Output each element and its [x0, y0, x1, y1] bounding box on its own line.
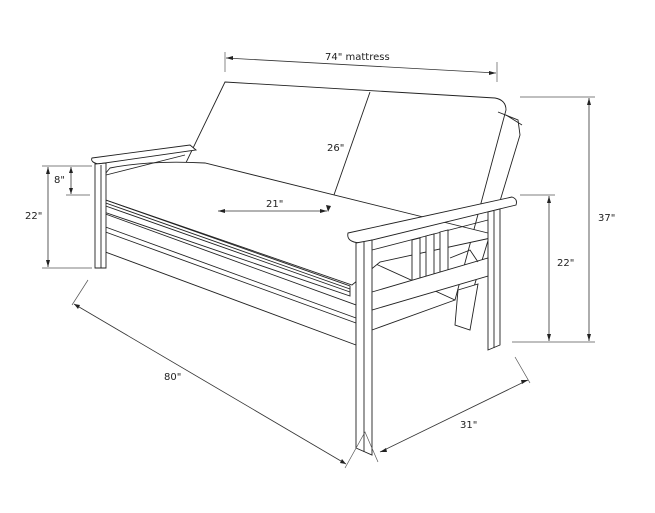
label-arm-height-right: 22" [557, 258, 575, 269]
label-overall-depth: 31" [460, 420, 478, 431]
dim-mattress-width [224, 52, 498, 82]
dim-overall-width [71, 279, 379, 469]
dim-right-heights [512, 96, 595, 343]
seat-mattress [97, 161, 501, 297]
label-mattress-thickness: 8" [54, 175, 65, 186]
label-overall-height: 37" [598, 213, 616, 224]
label-back-height: 26" [327, 143, 345, 154]
left-arm [91, 144, 198, 269]
dim-overall-depth [379, 356, 531, 453]
dim-seat-depth [218, 209, 327, 213]
label-mattress-width: 74" mattress [325, 52, 390, 63]
label-overall-width: 80" [164, 372, 182, 383]
label-seat-depth: 21" [266, 199, 284, 210]
dim-back-height [326, 205, 331, 212]
right-arm [347, 196, 517, 456]
dim-left-heights [42, 165, 92, 269]
label-arm-height-left: 22" [25, 211, 43, 222]
